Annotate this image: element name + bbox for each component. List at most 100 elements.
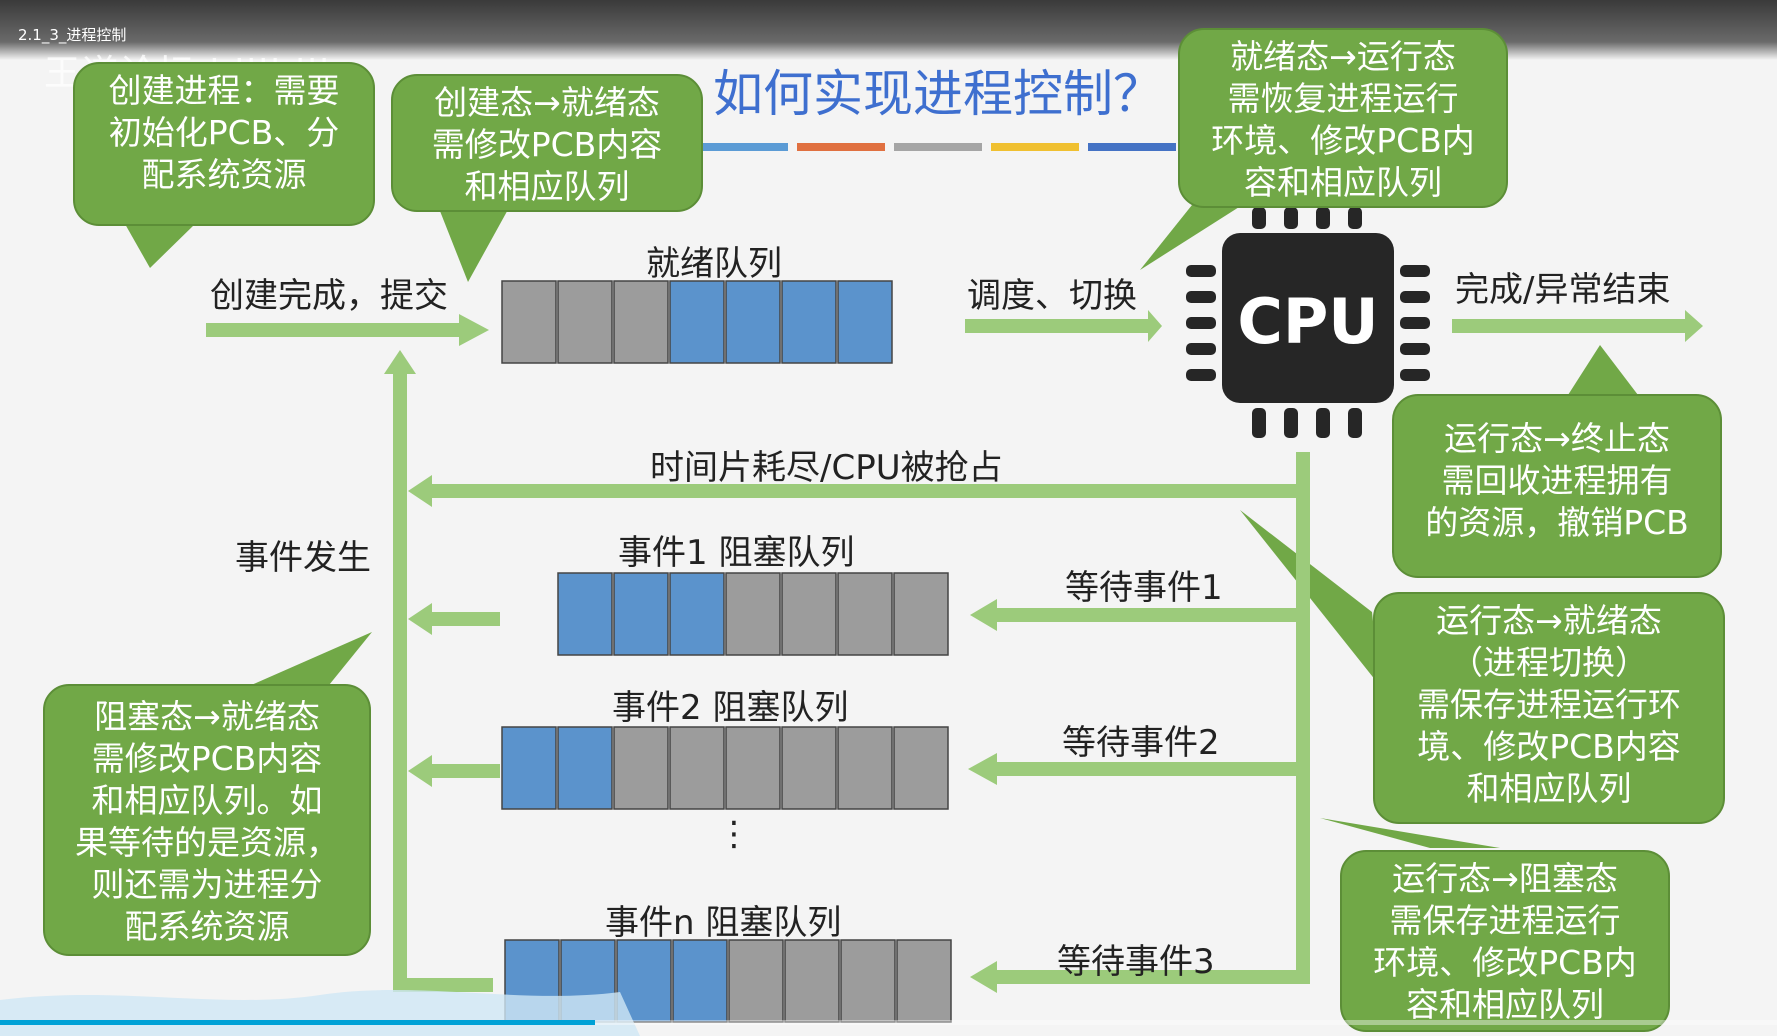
label-finish: 完成/异常结束 [1455,270,1671,310]
cpu-chip: CPU [1222,233,1394,403]
cpu-pin [1284,408,1298,438]
queue-cell-blue [557,572,613,656]
cpu-pin [1400,343,1430,355]
wakeup-up-line [393,372,407,992]
queue-cell-gray [837,726,893,810]
callout-tail-running-to-terminated [1568,345,1638,395]
video-progress-fill [0,1020,596,1025]
label-wait-event-3: 等待事件3 [1057,942,1215,982]
cpu-pin [1252,408,1266,438]
arrow-finish [1452,319,1687,333]
event1-blocked-queue [557,572,949,656]
queue-cell-gray [837,572,893,656]
title-stripe [894,143,982,151]
callout-tail-blocked-to-ready [240,632,372,690]
cpu-pin [1316,408,1330,438]
callout-tail-running-to-blocked [1320,818,1500,848]
label-wait-event-2: 等待事件2 [1062,723,1220,763]
queue-cell-blue [557,726,613,810]
queue-cell-gray [781,726,837,810]
label-timeslice: 时间片耗尽/CPU被抢占 [650,448,1003,488]
title-stripe [1088,143,1176,151]
label-ready-queue: 就绪队列 [646,244,782,284]
label-ellipsis: ⋮ [717,814,751,854]
callout-tail-ready-to-running [1140,195,1258,270]
label-dispatch: 调度、切换 [967,276,1137,316]
cpu-pin [1348,408,1362,438]
arrowhead-release-1 [408,603,432,635]
arrowhead-release-2 [408,755,432,787]
callout-running-to-blocked: 运行态→阻塞态 需保存进程运行 环境、修改PCB内 容和相应队列 [1340,850,1670,1032]
cpu-pin [1186,369,1216,381]
callout-running-to-terminated: 运行态→终止态 需回收进程拥有 的资源，撤销PCB [1392,394,1722,578]
arrowhead-wait-3 [970,961,997,993]
video-title: 2.1_3_进程控制 [18,26,127,44]
queue-cell-gray [840,939,896,1023]
callout-create: 创建进程：需要 初始化PCB、分 配系统资源 [73,62,375,226]
cpu-pin [1186,317,1216,329]
label-blocked-queue-n: 事件n 阻塞队列 [605,903,842,943]
callout-tail-create [125,224,195,268]
cpu-pin [1252,207,1266,229]
queue-cell-gray [728,939,784,1023]
arrow-dispatch [965,319,1150,333]
wakeup-bottom-line [393,978,493,992]
callout-blocked-to-ready: 阻塞态→就绪态 需修改PCB内容 和相应队列。如 果等待的是资源， 则还需为进程… [43,684,371,956]
queue-cell-blue [501,726,557,810]
cpu-pin [1400,291,1430,303]
arrow-wait-3 [995,970,1310,984]
title-stripe [700,143,788,151]
queue-cell-blue [837,280,893,364]
callout-ready-to-running: 就绪态→运行态 需恢复进程运行 环境、修改PCB内 容和相应队列 [1178,28,1508,208]
arrowhead-finish [1685,310,1703,342]
label-submit: 创建完成，提交 [210,276,448,316]
cpu-pin [1400,369,1430,381]
video-progress-bar[interactable] [0,1020,1777,1025]
queue-cell-gray [501,280,557,364]
callout-tail-create-to-ready [438,206,510,282]
cpu-pin [1186,291,1216,303]
arrowhead-wait-2 [968,753,997,785]
bottom-wave [0,990,640,1036]
queue-cell-gray [725,726,781,810]
queue-cell-gray [781,572,837,656]
cpu-down-line [1296,452,1310,980]
cpu-pin [1400,265,1430,277]
cpu-pin [1186,343,1216,355]
queue-cell-blue [669,280,725,364]
label-blocked-queue-2: 事件2 阻塞队列 [612,688,849,728]
arrowhead-submit [459,314,489,346]
queue-cell-blue [669,572,725,656]
queue-cell-gray [896,939,952,1023]
queue-cell-gray [613,726,669,810]
callout-running-to-ready: 运行态→就绪态 （进程切换） 需保存进程运行环 境、修改PCB内容 和相应队列 [1373,592,1725,824]
queue-cell-gray [893,572,949,656]
slide-title: 如何实现进程控制？ [713,65,1163,123]
arrow-wait-1 [995,608,1300,622]
arrowhead-wait-1 [970,599,997,631]
cpu-pins [1186,207,1430,438]
queue-cell-gray [613,280,669,364]
arrows [206,310,1703,993]
arrow-release-2 [430,764,500,778]
queue-cell-blue [613,572,669,656]
event2-blocked-queue [501,726,949,810]
arrow-release-1 [430,612,500,626]
arrow-timeslice [430,484,1310,498]
arrow-submit [206,323,461,337]
ready-queue [501,280,893,364]
queue-cell-blue [672,939,728,1023]
arrowhead-wakeup-up [384,350,416,374]
queue-cell-gray [557,280,613,364]
label-wait-event-1: 等待事件1 [1065,568,1223,608]
cpu-pin [1284,207,1298,229]
label-event-occurs: 事件发生 [235,538,371,578]
title-stripe [797,143,885,151]
title-stripe [991,143,1079,151]
queue-cell-gray [725,572,781,656]
arrowhead-dispatch [1148,310,1162,342]
queue-cell-blue [725,280,781,364]
cpu-pin [1186,265,1216,277]
